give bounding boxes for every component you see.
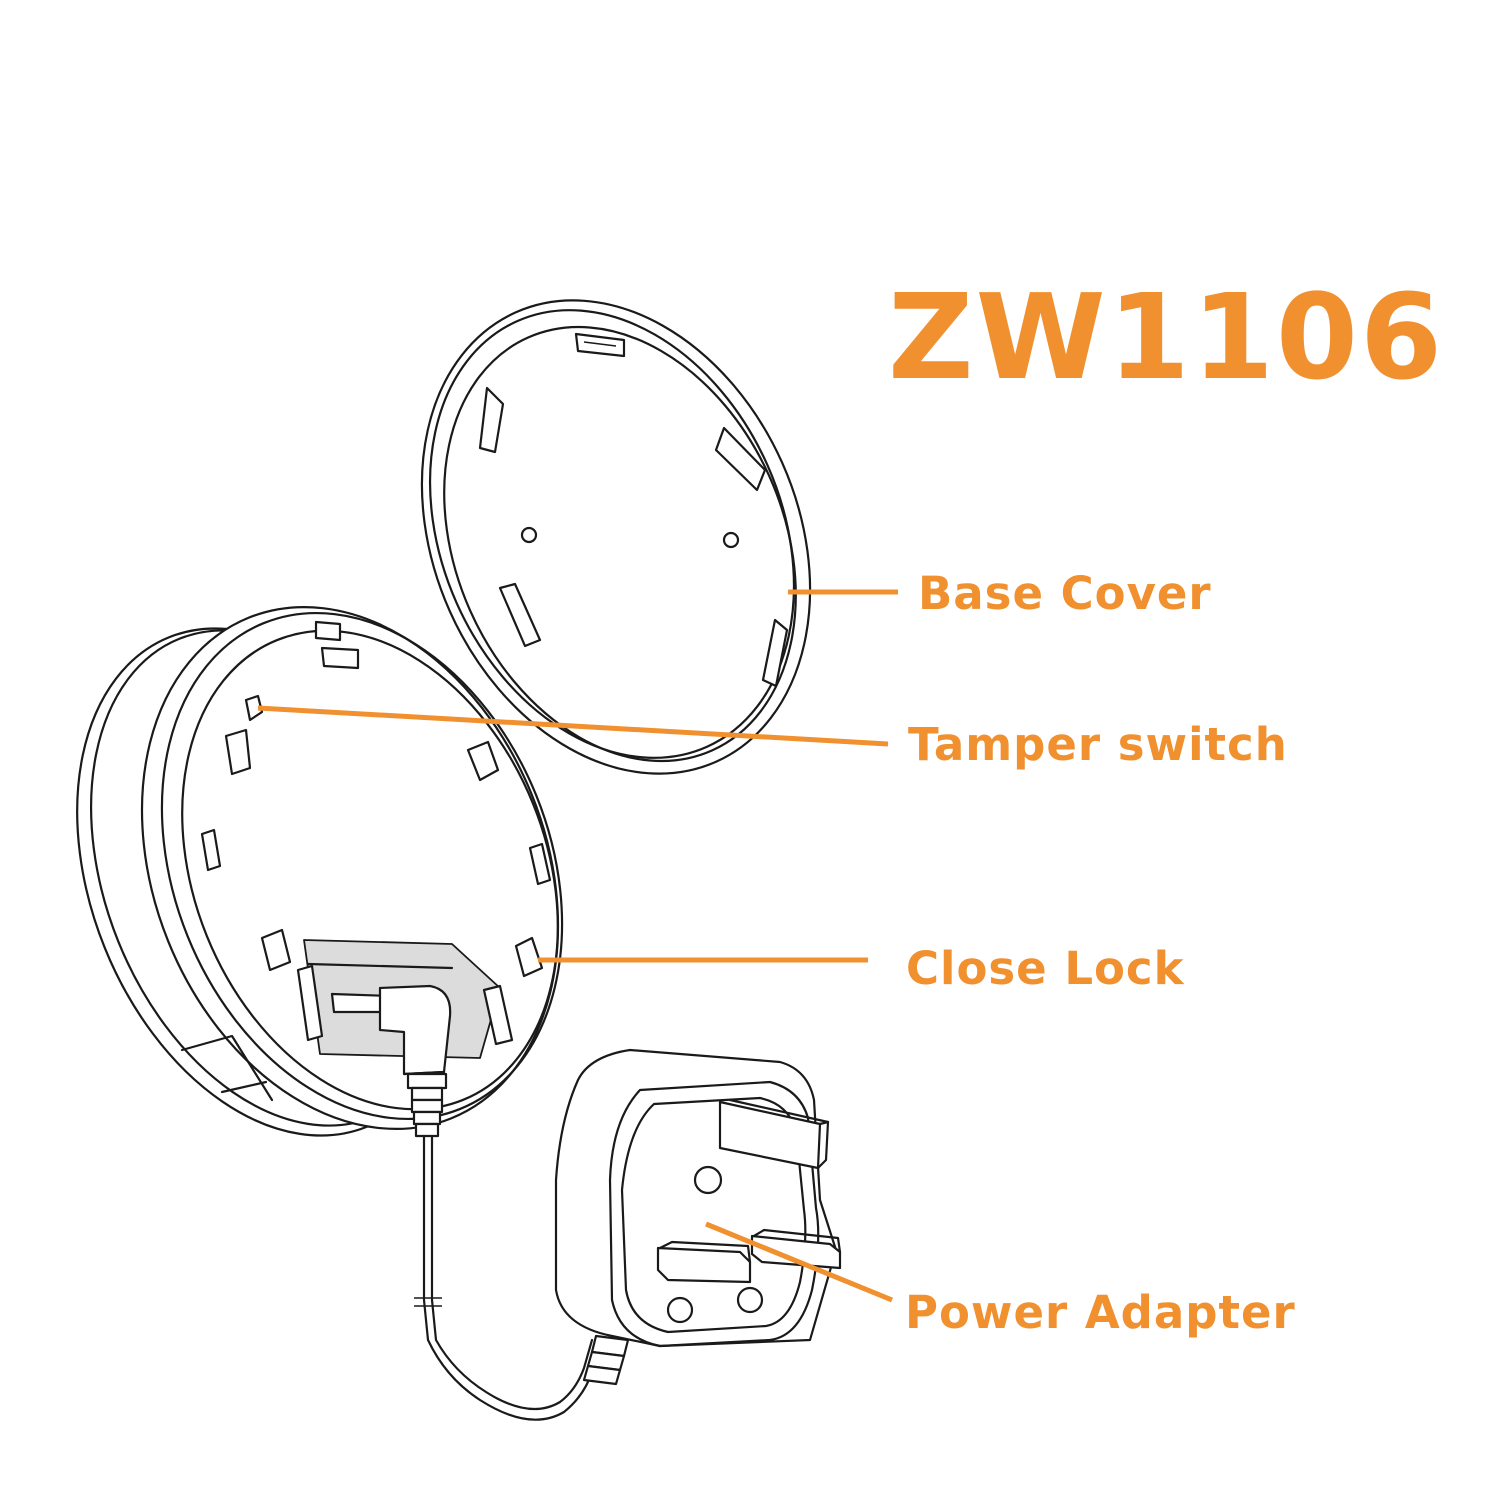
leader-line-tamper-switch	[257, 705, 889, 747]
model-title: ZW1106	[888, 268, 1445, 406]
label-base-cover: Base Cover	[918, 567, 1212, 620]
base-cover-illustration	[420, 299, 812, 775]
label-close-lock: Close Lock	[906, 942, 1185, 995]
leader-lines	[257, 589, 898, 1303]
label-power-adapter: Power Adapter	[905, 1286, 1296, 1339]
power-cable	[414, 1134, 630, 1421]
leader-line-power-adapter	[705, 1221, 893, 1303]
label-tamper-switch: Tamper switch	[908, 718, 1288, 771]
power-adapter-illustration	[554, 1048, 842, 1348]
main-unit-illustration	[76, 606, 564, 1138]
